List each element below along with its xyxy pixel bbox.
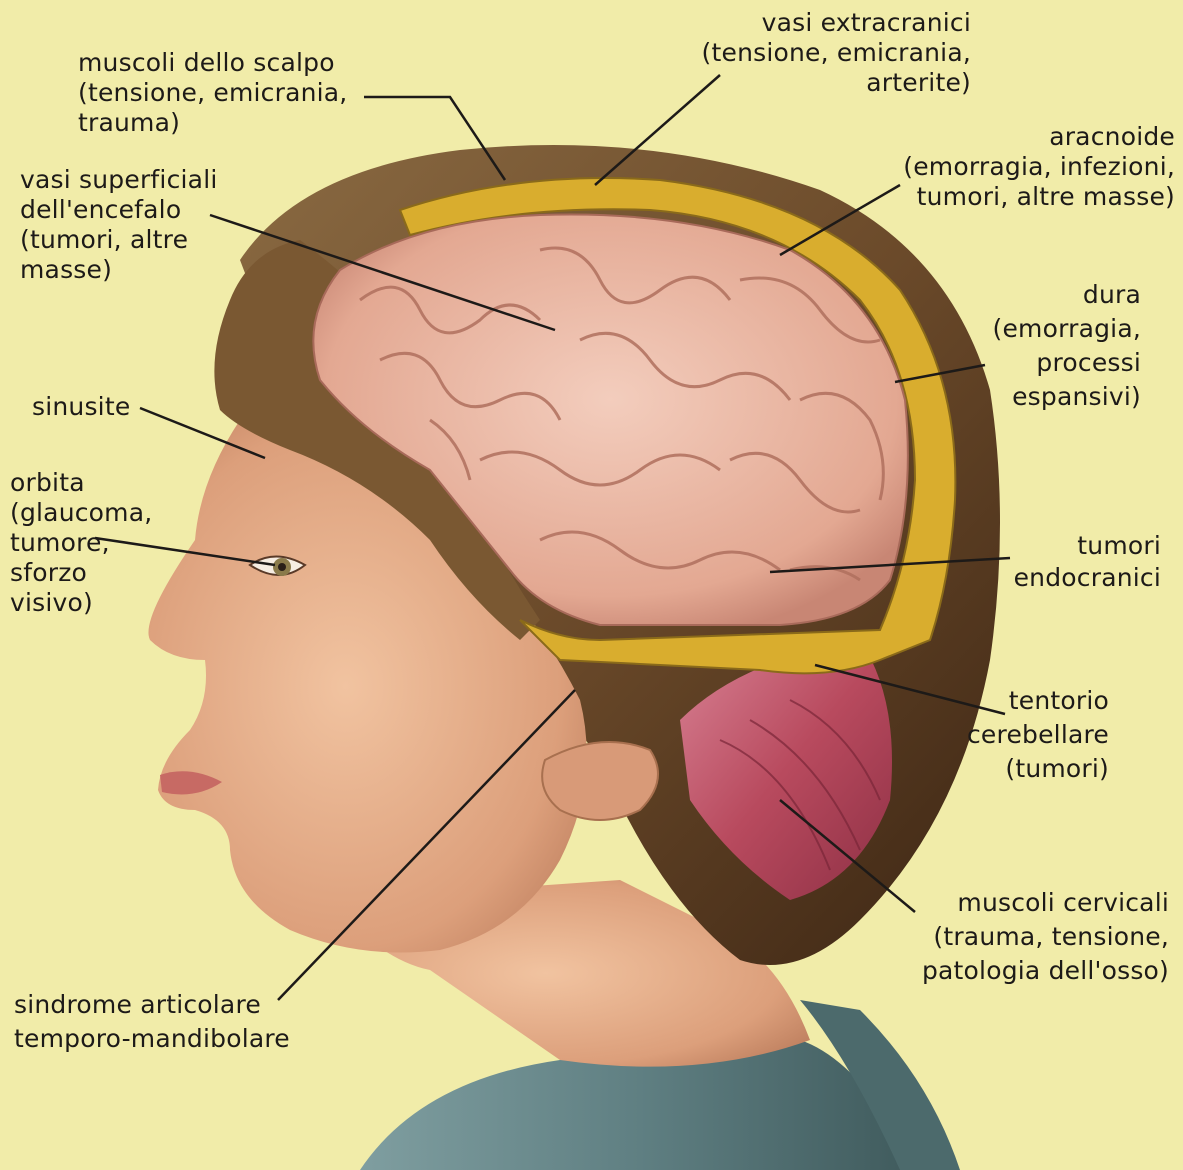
label-sinusite: sinusite <box>32 392 130 422</box>
label-orbita: orbita (glaucoma, tumore, sforzo visivo) <box>10 468 152 618</box>
label-vasi-extracranici: vasi extracranici (tensione, emicrania, … <box>702 8 971 98</box>
label-vasi-superficiali: vasi superficiali dell'encefalo (tumori,… <box>20 165 217 285</box>
label-aracnoide: aracnoide (emorragia, infezioni, tumori,… <box>903 122 1175 212</box>
label-muscoli-cervicali: muscoli cervicali (trauma, tensione, pat… <box>922 886 1169 988</box>
ear <box>542 742 658 820</box>
label-tumori-endocranici: tumori endocranici <box>1014 530 1161 594</box>
label-muscoli-scalpo: muscoli dello scalpo (tensione, emicrani… <box>78 48 347 138</box>
label-sindrome: sindrome articolare temporo-mandibolare <box>14 988 290 1056</box>
label-dura: dura (emorragia, processi espansivi) <box>992 278 1141 414</box>
label-tentorio: tentorio cerebellare (tumori) <box>967 684 1109 786</box>
